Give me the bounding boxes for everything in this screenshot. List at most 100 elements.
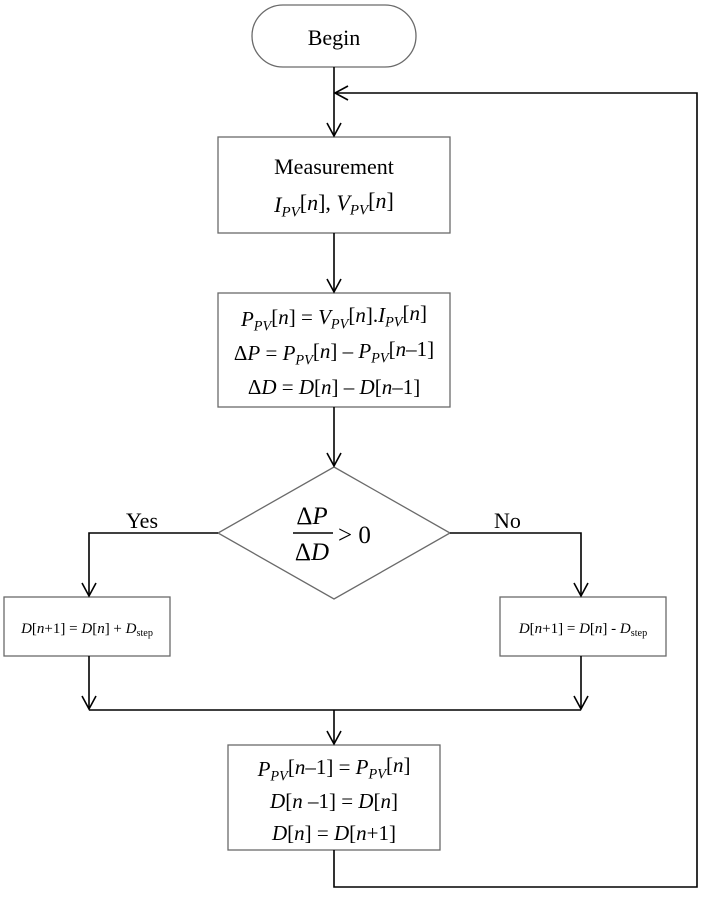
math-run: [ [590, 621, 595, 637]
math-run: [ [313, 339, 320, 363]
math-run: n [320, 339, 331, 363]
arrowhead-loop [333, 85, 349, 101]
math-run: ] = [305, 821, 334, 845]
math-run: n [380, 789, 391, 813]
math-run: PV [269, 768, 290, 784]
measurement-vars: IPV[n], VPV[n] [273, 188, 394, 221]
math-run: n [376, 188, 387, 213]
math-run: +1] [367, 821, 396, 845]
math-run: D [359, 375, 375, 399]
math-run: Δ [234, 341, 248, 365]
math-run: Δ [295, 539, 311, 566]
math-run: PV [294, 352, 315, 368]
math-run: = [260, 341, 282, 365]
math-run: n [595, 621, 603, 637]
math-run: n [393, 753, 404, 777]
math-run: [ [271, 305, 278, 329]
math-run: [ [300, 190, 307, 215]
math-run: [ [389, 337, 396, 361]
math-run: ] [391, 789, 398, 813]
math-run: [ [403, 301, 410, 325]
math-run: n [410, 301, 421, 325]
connector-yes-branch [88, 532, 218, 596]
arrowhead-update [326, 730, 342, 746]
math-run: D [357, 789, 373, 813]
math-run: D [333, 821, 349, 845]
math-run: V [336, 190, 352, 215]
math-run: [ [92, 621, 97, 637]
increase-duty-box [3, 596, 171, 657]
decision-comparison: > 0 [338, 522, 371, 549]
update-power: PPV[n–1] = PPV[n] [257, 753, 411, 784]
math-run: V [318, 305, 333, 329]
no-label: No [494, 508, 521, 533]
math-run: P [240, 307, 254, 331]
connector-no-branch [450, 532, 582, 596]
math-run: D [298, 375, 314, 399]
arrowhead-increase [81, 582, 97, 598]
math-run: n [37, 621, 45, 637]
yes-label: Yes [126, 508, 158, 533]
math-run: [ [288, 755, 295, 779]
math-run: Δ [248, 375, 262, 399]
math-run: [ [349, 821, 356, 845]
math-run: PV [349, 202, 370, 218]
math-run: [ [285, 789, 292, 813]
compute-delta-d: ΔD = D[n] – D[n–1] [248, 375, 420, 399]
math-run: D [619, 621, 631, 637]
math-run: ] [387, 188, 394, 213]
math-run: D [518, 621, 530, 637]
math-run: [ [348, 303, 355, 327]
math-run: n [382, 375, 393, 399]
math-run: PV [384, 314, 405, 330]
math-run: +1] = [44, 621, 81, 637]
math-run: step [631, 628, 647, 639]
math-run: n [278, 305, 289, 329]
math-run: ], [318, 190, 336, 215]
math-run: n [396, 337, 407, 361]
update-box [227, 744, 441, 851]
decision-denominator: ΔD [295, 539, 329, 566]
math-run: –1] = [303, 789, 359, 813]
math-run: ]. [366, 303, 378, 327]
math-run: P [282, 341, 296, 365]
compute-box [217, 292, 451, 408]
math-run: ] - [602, 621, 620, 637]
math-run: –1] = [304, 755, 355, 779]
math-run: PV [368, 766, 389, 782]
math-run: [ [373, 789, 380, 813]
arrowhead-decrease [573, 582, 589, 598]
math-run: n [292, 789, 303, 813]
math-run: D [80, 621, 92, 637]
math-run: = [277, 375, 299, 399]
math-run: ] + [105, 621, 126, 637]
math-run: [ [386, 753, 393, 777]
math-run: –1] [391, 375, 420, 399]
math-run: D [260, 375, 276, 399]
begin-label: Begin [308, 25, 361, 50]
math-run: +1] = [542, 621, 579, 637]
decision-numerator: ΔP [296, 503, 327, 530]
math-run: [ [287, 821, 294, 845]
math-run: P [311, 503, 327, 530]
math-run: n [307, 190, 318, 215]
arrowhead-merge-left [81, 695, 97, 711]
decrease-duty-text: D[n+1] = D[n] - Dstep [518, 621, 647, 639]
math-run: D [125, 621, 137, 637]
math-run: P [355, 755, 369, 779]
math-run: D [271, 821, 287, 845]
math-run: ] [403, 753, 410, 777]
math-run: n [295, 755, 306, 779]
math-run: PV [281, 204, 302, 220]
compute-power: PPV[n] = VPV[n].IPV[n] [240, 301, 427, 334]
arrowhead-measurement [326, 122, 342, 138]
math-run: P [246, 341, 260, 365]
update-duty-prev: D[n –1] = D[n] [269, 789, 398, 813]
math-run: ] – [330, 339, 358, 363]
update-duty-next: D[n] = D[n+1] [271, 821, 396, 845]
math-run: [ [32, 621, 37, 637]
math-run: [ [375, 375, 382, 399]
math-run: n [97, 621, 105, 637]
math-run: D [578, 621, 590, 637]
